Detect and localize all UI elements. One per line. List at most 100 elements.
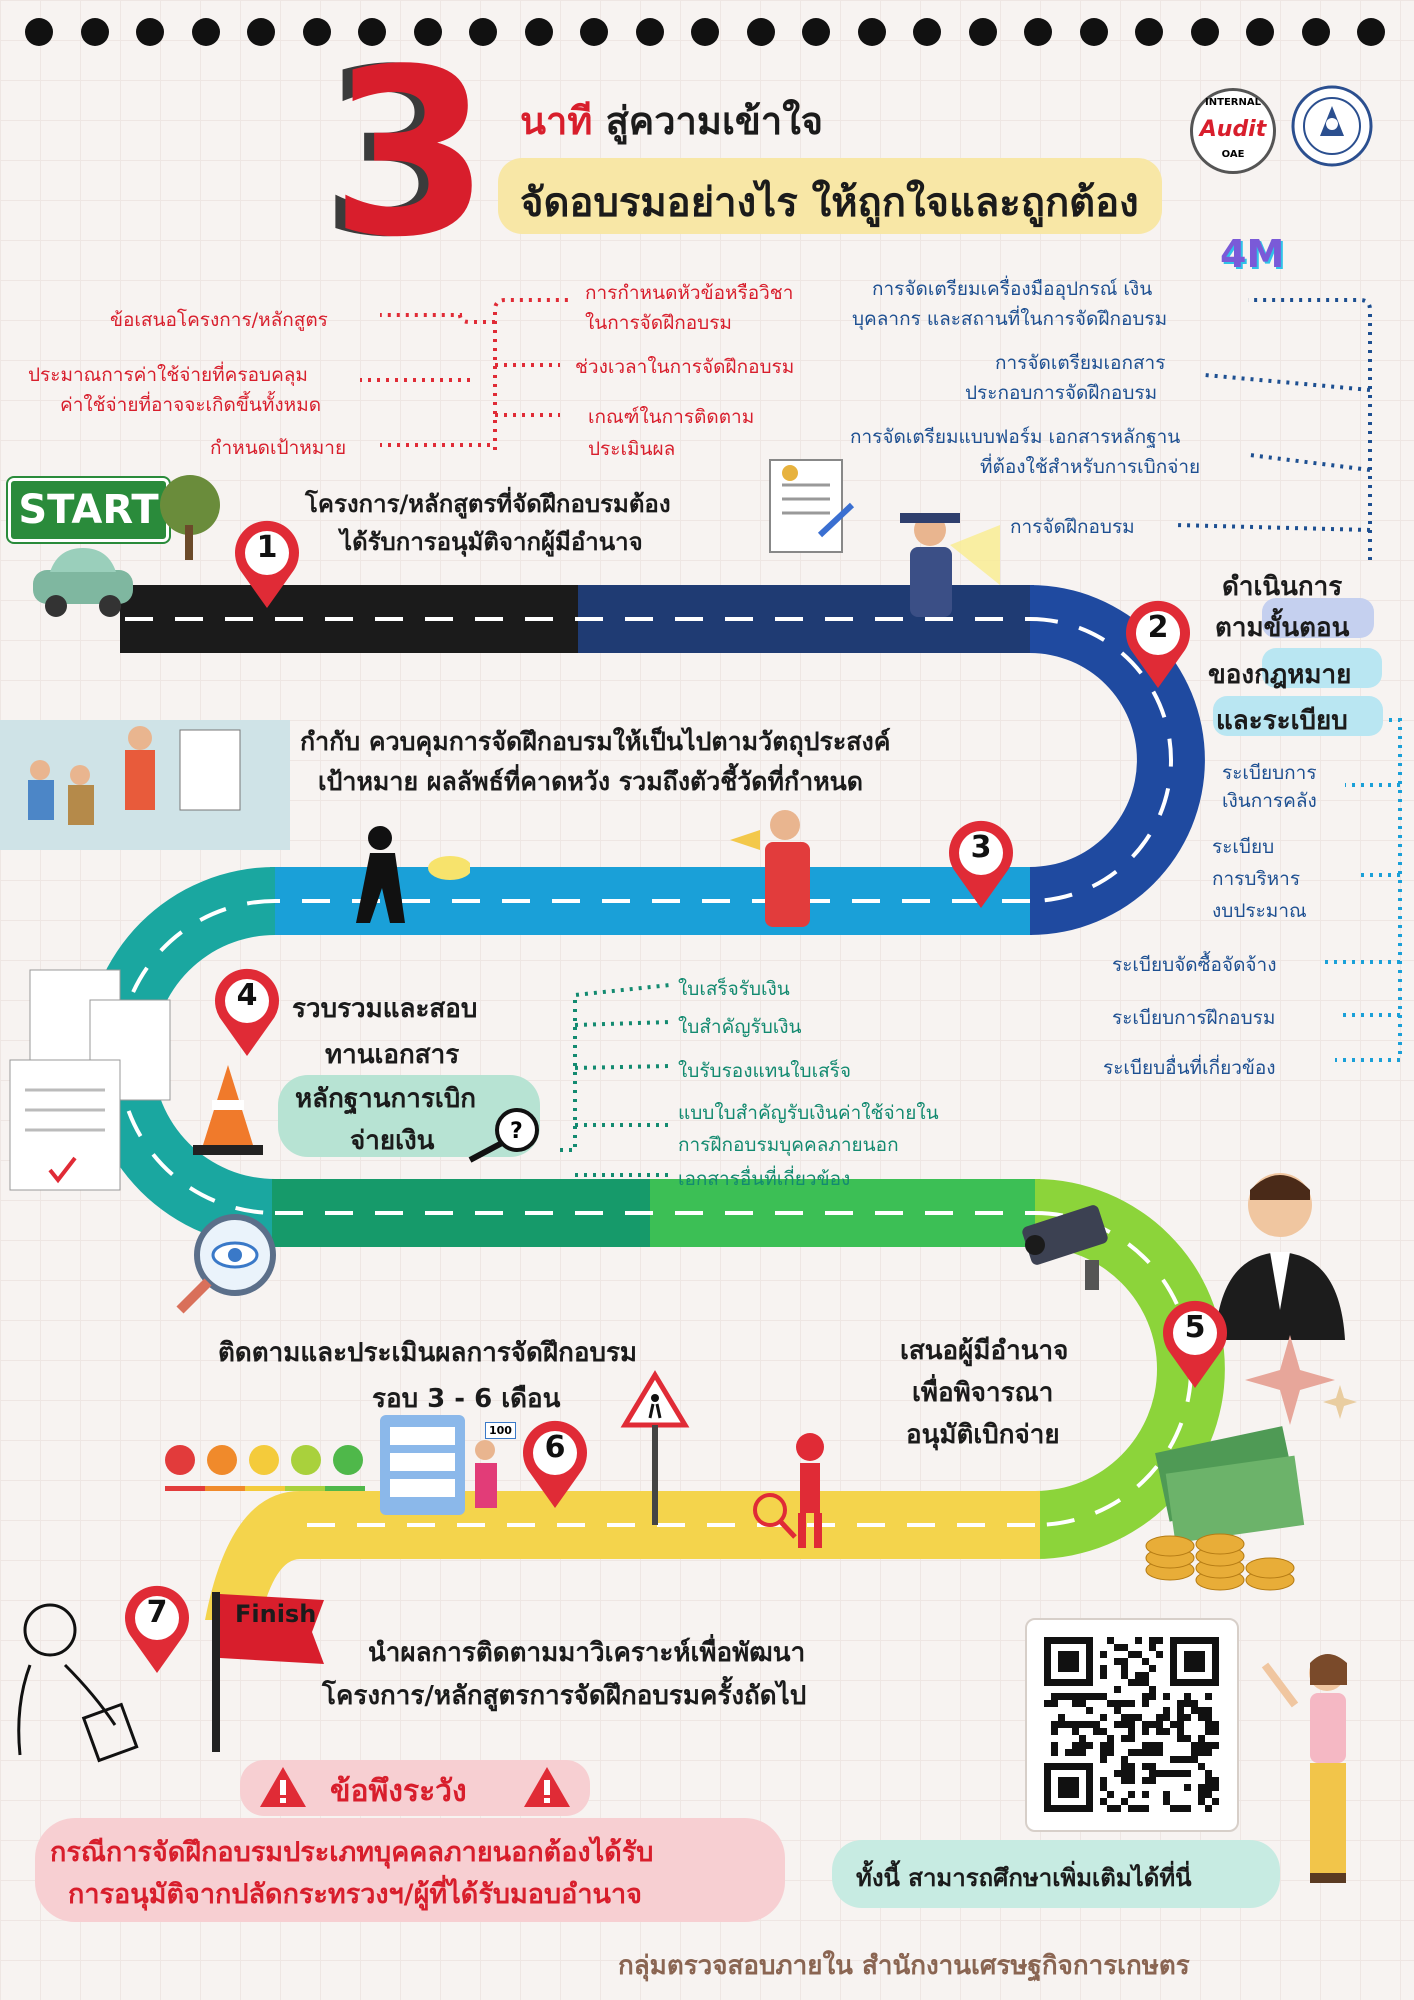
step2-highlight-c bbox=[1213, 696, 1383, 736]
caution-text-pill bbox=[35, 1818, 785, 1922]
step2-highlight-a bbox=[1262, 598, 1374, 638]
step1-right-item-3: ช่วงเวลาในการจัดฝึกอบรม bbox=[575, 356, 795, 378]
start-label: START bbox=[18, 487, 159, 533]
step-2-title-line2: ตามขั้นตอน bbox=[1215, 613, 1350, 643]
reg-1a: ระเบียบการ bbox=[1222, 762, 1317, 784]
notebook-ring bbox=[136, 18, 164, 46]
step2-prep-1: การจัดเตรียมเครื่องมืออุปกรณ์ เงิน bbox=[872, 278, 1153, 300]
reg-2c: งบประมาณ bbox=[1212, 900, 1307, 922]
notebook-ring bbox=[1024, 18, 1052, 46]
reg-1b: เงินการคลัง bbox=[1222, 790, 1317, 812]
searching-person-illustration bbox=[740, 1425, 850, 1550]
step2-prep-7: การจัดฝึกอบรม bbox=[1010, 516, 1135, 538]
caution-text-line1: กรณีการจัดฝึกอบรมประเภทบุคคลภายนอกต้องได… bbox=[50, 1837, 654, 1868]
step-4-title-line4: จ่ายเงิน bbox=[350, 1126, 435, 1156]
header-subtitle: นาที สู่ความเข้าใจ bbox=[520, 90, 823, 151]
step-7-text-line1: นำผลการติดตามมาวิเคราะห์เพื่อพัฒนา bbox=[368, 1638, 806, 1668]
notebook-ring bbox=[191, 18, 220, 46]
notebook-ring bbox=[1357, 18, 1385, 46]
doc-item-1: ใบเสร็จรับเงิน bbox=[678, 978, 790, 1000]
step1-right-item-4: เกณฑ์ในการติดตาม bbox=[588, 406, 755, 428]
magnifier-question-icon: ? bbox=[462, 1105, 542, 1165]
step-2-pin: 2 bbox=[1123, 600, 1193, 690]
step-3-text-line2: เป้าหมาย ผลลัพธ์ที่คาดหวัง รวมถึงตัวชี้ว… bbox=[318, 767, 863, 796]
audit-logo-line1: INTERNAL bbox=[1205, 97, 1261, 108]
step2-prep-5: การจัดเตรียมแบบฟอร์ม เอกสารหลักฐาน bbox=[850, 426, 1181, 448]
notebook-ring bbox=[802, 18, 830, 46]
sparkle-icon bbox=[1240, 1330, 1360, 1430]
businessman-illustration bbox=[1200, 1160, 1360, 1340]
rating-faces bbox=[160, 1440, 370, 1500]
step-6-text-line2: รอบ 3 - 6 เดือน bbox=[372, 1384, 561, 1414]
step-7-number: 7 bbox=[146, 1595, 168, 1630]
step-5-pin: 5 bbox=[1160, 1300, 1230, 1390]
reg-4: ระเบียบการฝึกอบรม bbox=[1112, 1007, 1276, 1029]
thinking-person-illustration bbox=[5, 1595, 155, 1765]
warning-icon-left bbox=[258, 1764, 308, 1810]
office-seal-logo bbox=[1290, 84, 1374, 168]
step-1-pin: 1 bbox=[232, 520, 302, 610]
qr-code[interactable] bbox=[1025, 1618, 1239, 1832]
big-number: 3 bbox=[330, 21, 491, 288]
document-stack-illustration bbox=[0, 960, 175, 1200]
notebook-ring bbox=[857, 18, 886, 46]
title-pill bbox=[498, 158, 1162, 234]
step-4-number: 4 bbox=[236, 978, 258, 1013]
footer-org: กลุ่มตรวจสอบภายใน สำนักงานเศรษฐกิจการเกษ… bbox=[618, 1951, 1190, 1981]
notebook-ring bbox=[746, 18, 775, 46]
step-4-title-line1: รวบรวมและสอบ bbox=[292, 994, 478, 1024]
firefighter-illustration bbox=[720, 800, 830, 930]
step-2-number: 2 bbox=[1147, 610, 1169, 645]
notebook-ring bbox=[302, 18, 331, 46]
notebook-ring bbox=[1190, 18, 1219, 46]
road-end bbox=[205, 1491, 300, 1620]
step-1-text-line1: โครงการ/หลักสูตรที่จัดฝึกอบรมต้อง bbox=[305, 490, 671, 518]
step-6-text-line1: ติดตามและประเมินผลการจัดฝึกอบรม bbox=[218, 1338, 638, 1368]
notebook-ring bbox=[1135, 18, 1163, 46]
step-7-pin: 7 bbox=[122, 1585, 192, 1675]
doc-item-6: เอกสารอื่นที่เกี่ยวข้อง bbox=[678, 1168, 851, 1190]
reg-2b: การบริหาร bbox=[1212, 868, 1301, 890]
step1-left-item-3: ค่าใช้จ่ายที่อาจจะเกิดขึ้นทั้งหมด bbox=[60, 394, 322, 416]
step2-highlight-b bbox=[1262, 648, 1382, 688]
money-coins-illustration bbox=[1120, 1420, 1310, 1600]
road-join bbox=[1030, 867, 1032, 935]
review-board-illustration bbox=[375, 1405, 520, 1530]
notebook-ring bbox=[469, 18, 497, 46]
notebook-ring bbox=[968, 18, 997, 46]
internal-audit-logo: INTERNAL Audit OAE bbox=[1190, 88, 1276, 174]
reg-3: ระเบียบจัดซื้อจัดจ้าง bbox=[1112, 954, 1277, 976]
step-3-pin: 3 bbox=[946, 820, 1016, 910]
qr-code-pattern bbox=[1044, 1637, 1219, 1812]
silhouette-flashlight bbox=[350, 818, 472, 928]
audit-logo-line2: Audit bbox=[1199, 117, 1267, 142]
notebook-ring bbox=[1246, 18, 1274, 46]
notebook-ring bbox=[413, 18, 442, 46]
pedestrian-sign-icon bbox=[620, 1370, 690, 1530]
step-1-text-line2: ได้รับการอนุมัติจากผู้มีอำนาจ bbox=[340, 528, 643, 556]
step-4-title-line2: ทานเอกสาร bbox=[325, 1040, 460, 1070]
step2-prep-6: ที่ต้องใช้สำหรับการเบิกจ่าย bbox=[980, 456, 1201, 478]
doc-item-4: แบบใบสำคัญรับเงินค่าใช้จ่ายใน bbox=[678, 1102, 939, 1124]
step2-prep-3: การจัดเตรียมเอกสาร bbox=[995, 352, 1166, 374]
notebook-ring bbox=[913, 18, 941, 46]
step-2-title-line1: ดำเนินการ bbox=[1222, 572, 1343, 602]
notebook-ring bbox=[25, 18, 53, 46]
training-class-illustration bbox=[0, 700, 290, 850]
finish-label: Finish bbox=[235, 1600, 317, 1628]
step-7-text-line2: โครงการ/หลักสูตรการจัดฝึกอบรมครั้งถัดไป bbox=[322, 1681, 807, 1711]
notebook-ring bbox=[358, 18, 386, 46]
road-curve-4 bbox=[85, 867, 275, 1247]
reg-2a: ระเบียบ bbox=[1212, 836, 1275, 858]
step-3-text-line1: กำกับ ควบคุมการจัดฝึกอบรมให้เป็นไปตามวัต… bbox=[300, 727, 891, 756]
step1-left-item-2: ประมาณการค่าใช้จ่ายที่ครอบคลุม bbox=[28, 364, 308, 386]
step2-prep-4: ประกอบการจัดฝึกอบรม bbox=[965, 382, 1158, 404]
warning-icon-right bbox=[522, 1764, 572, 1810]
more-info-text: ทั้งนี้ สามารถศึกษาเพิ่มเติมได้ที่นี่ bbox=[856, 1864, 1192, 1892]
doc-item-2: ใบสำคัญรับเงิน bbox=[678, 1016, 802, 1038]
finish-flag bbox=[212, 1592, 332, 1752]
step-4-pin: 4 bbox=[212, 968, 282, 1058]
notebook-ring bbox=[580, 18, 608, 46]
step1-left-item-1: ข้อเสนอโครงการ/หลักสูตร bbox=[110, 309, 328, 331]
